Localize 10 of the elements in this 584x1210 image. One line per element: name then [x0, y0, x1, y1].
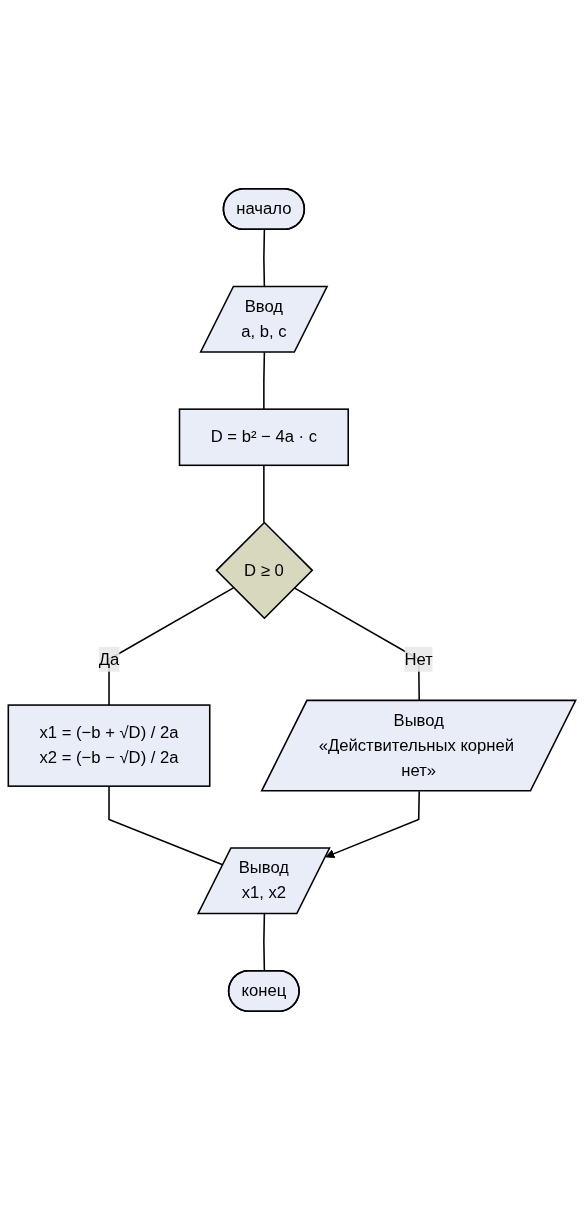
node-box: D = b² − 4a · c: [178, 408, 349, 467]
node-diamond: D ≥ 0: [215, 521, 314, 620]
node-box: x1 = (−b + √D) / 2a x2 = (−b − √D) / 2a: [7, 704, 211, 787]
edge-label: Нет: [404, 649, 433, 668]
arrow: [325, 790, 420, 859]
connector: [263, 464, 265, 524]
connector: [108, 785, 224, 866]
connector: [263, 351, 266, 410]
edge-label: Да: [98, 649, 120, 668]
connector: [263, 913, 266, 972]
